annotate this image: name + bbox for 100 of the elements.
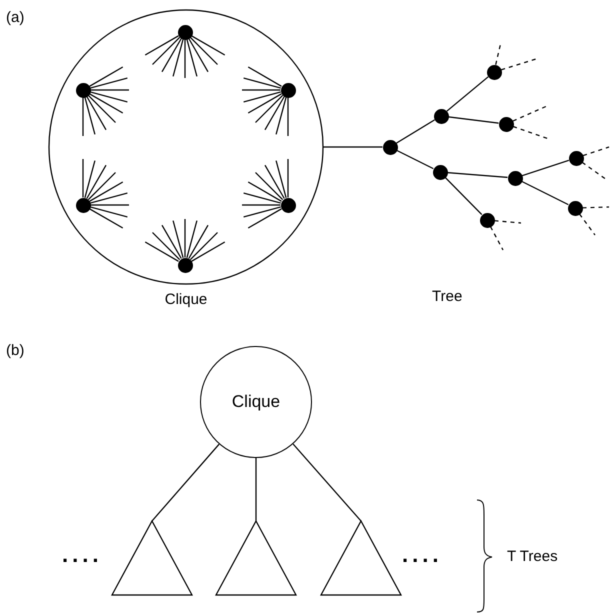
connector-line: [522, 160, 570, 176]
node-dot: [76, 82, 90, 98]
connector-line: [444, 176, 482, 216]
fan-line: [161, 224, 182, 259]
node-dot: [568, 150, 584, 166]
node-dot: [498, 116, 514, 132]
fan-line: [144, 241, 179, 262]
panel-letter: (a): [6, 9, 24, 27]
connector-line: [447, 172, 508, 178]
fan-line: [144, 35, 179, 56]
connector-line: [396, 119, 435, 144]
fan-line: [242, 89, 280, 91]
fan-line: [264, 164, 285, 199]
clique-circle: Clique: [200, 346, 312, 458]
fan-line: [243, 91, 281, 102]
fan-line: [186, 39, 198, 77]
dashed-stub-line: [490, 226, 504, 250]
fan-line: [248, 208, 282, 229]
dashed-stub-line: [582, 162, 608, 180]
connector-line: [446, 76, 489, 112]
fan-line: [161, 38, 182, 72]
connector-line: [521, 180, 569, 206]
fan-line: [248, 93, 282, 114]
ellipsis: ....: [62, 546, 102, 564]
fan-line: [287, 98, 289, 136]
fan-line: [255, 172, 284, 200]
fan-line: [184, 219, 186, 258]
node-dot: [178, 24, 192, 40]
fan-line: [82, 98, 84, 136]
caption: T Trees: [507, 548, 558, 566]
fan-line: [88, 94, 116, 123]
node-dot: [486, 64, 502, 80]
fan-line: [188, 38, 209, 72]
subtree-triangle: [215, 520, 297, 596]
dashed-stub-line: [512, 105, 548, 122]
node-label: Clique: [164, 291, 208, 309]
fan-line: [264, 96, 285, 130]
caption: Tree: [432, 288, 462, 306]
fan-line: [248, 66, 282, 87]
node-dot: [76, 198, 90, 212]
fan-line: [188, 224, 209, 259]
fan-line: [242, 204, 280, 206]
fan-line: [152, 36, 180, 65]
fan-line: [89, 181, 124, 202]
fan-line: [84, 97, 96, 135]
connector-line: [292, 444, 362, 522]
dashed-stub-line: [494, 220, 522, 224]
fan-line: [243, 192, 281, 204]
fan-line: [191, 35, 226, 56]
node-dot: [508, 170, 522, 186]
fan-line: [90, 192, 128, 204]
dashed-stub-line: [512, 126, 550, 140]
fan-line: [86, 96, 107, 130]
node-dot: [280, 198, 296, 212]
fan-line: [255, 94, 284, 123]
connector-line: [152, 444, 220, 522]
fan-line: [184, 40, 186, 78]
fan-line: [90, 204, 129, 206]
fan-line: [190, 36, 218, 65]
fan-line: [287, 159, 289, 198]
dashed-stub-line: [501, 58, 536, 70]
node-dot: [480, 212, 494, 228]
fan-line: [84, 160, 96, 198]
fan-line: [89, 93, 124, 114]
connector-line: [396, 150, 434, 170]
fan-line: [243, 206, 281, 218]
fan-line: [190, 232, 218, 260]
subtree-triangle: [320, 520, 402, 596]
fan-line: [243, 78, 281, 89]
fan-line: [90, 89, 129, 91]
panel-letter: (b): [6, 342, 24, 360]
node-dot: [178, 258, 192, 272]
fan-line: [89, 66, 124, 87]
node-dot: [382, 140, 398, 154]
node-dot: [434, 108, 448, 124]
fan-line: [276, 97, 287, 135]
fan-line: [248, 181, 282, 202]
fan-line: [90, 206, 128, 218]
node-dot: [432, 164, 448, 180]
fan-line: [89, 208, 124, 229]
fan-line: [90, 91, 128, 102]
fan-line: [276, 160, 287, 198]
fan-line: [172, 39, 184, 77]
fan-line: [172, 220, 184, 258]
dashed-stub-line: [582, 146, 610, 156]
fan-line: [88, 172, 116, 200]
fan-line: [86, 164, 107, 199]
fan-line: [186, 220, 198, 258]
fan-line: [191, 241, 226, 262]
subtree-triangle: [111, 520, 193, 596]
dashed-stub-line: [579, 214, 596, 236]
fan-line: [82, 159, 84, 198]
ellipsis: ....: [402, 546, 442, 564]
node-dot: [568, 200, 582, 216]
dashed-stub-line: [582, 206, 610, 208]
connector-line: [323, 146, 382, 148]
connector-line: [448, 116, 499, 124]
fan-line: [152, 232, 180, 260]
fan-line: [90, 78, 128, 89]
connector-line: [255, 458, 257, 521]
